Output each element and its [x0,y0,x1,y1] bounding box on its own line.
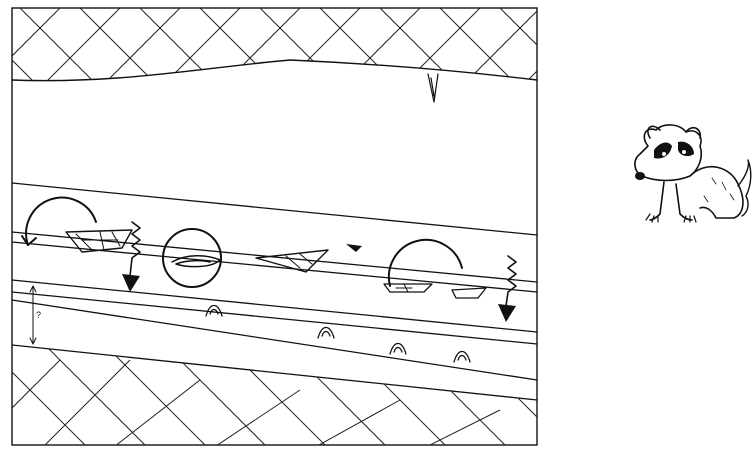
layer-line-4 [12,280,537,332]
stalactite-feature [428,74,438,102]
badger-icon [635,125,751,222]
sediment-mound-icon [206,306,222,317]
burrow-object-icon [256,250,328,272]
cross-section-frame [12,8,537,445]
upper-bedrock-hatching [0,8,600,88]
sediment-layers [12,183,537,400]
layer-line-3 [12,242,537,292]
upper-bedrock-boundary [12,60,537,81]
layer-line-6 [12,300,537,380]
burrow-object-icon [384,284,432,292]
burrow-object-icon [452,288,486,298]
depth-marker-label: ? [36,310,41,320]
layer-line-5 [12,292,537,344]
sediment-mound-icon [390,344,406,355]
sediment-mound-icon [318,328,334,339]
sediment-mound-icon [454,352,470,363]
layer-line-1 [12,183,537,235]
circular-arrow-icon [22,198,96,245]
small-fragment-icon [346,244,362,252]
